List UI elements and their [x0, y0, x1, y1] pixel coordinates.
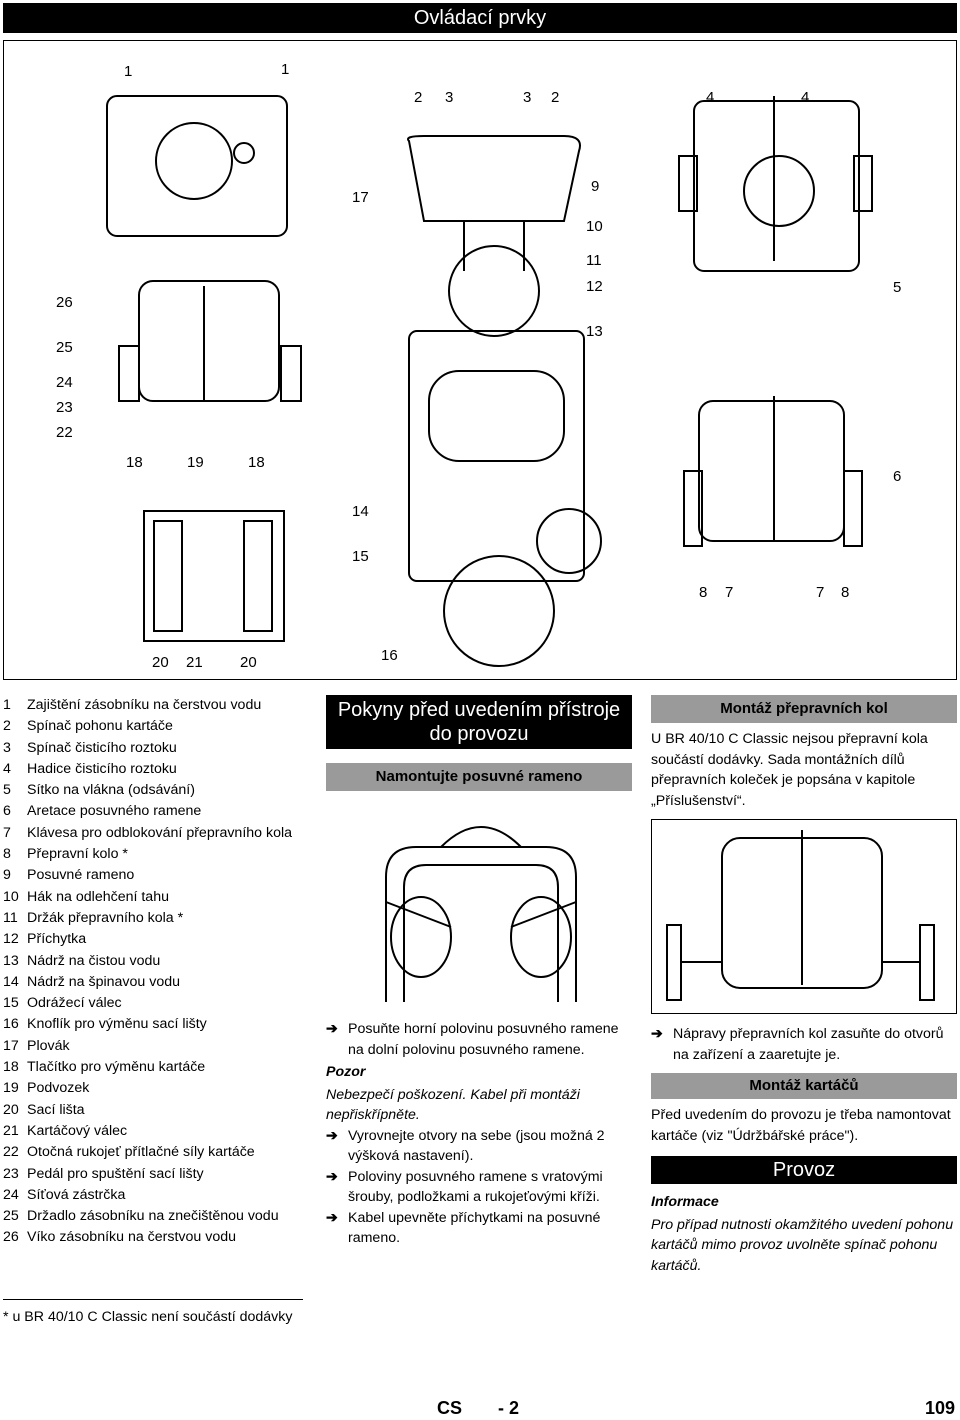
section-title: Montáž přepravních kol	[651, 695, 957, 723]
callout-22: 22	[56, 424, 73, 441]
caution-title: Pozor	[326, 1064, 366, 1080]
paragraph: Před uvedením do provozu je třeba namont…	[651, 1107, 951, 1144]
callout-8a: 8	[699, 584, 708, 601]
footer-page-number: 109	[925, 1398, 956, 1418]
paragraph: U BR 40/10 C Classic nejsou přepravní ko…	[651, 731, 928, 809]
section-subtitle: Namontujte posuvné rameno	[326, 763, 632, 791]
callout-4a: 4	[706, 89, 715, 106]
page-header: Ovládací prvky	[3, 3, 957, 33]
section-transport-wheels: Montáž přepravních kol U BR 40/10 C Clas…	[651, 695, 957, 1276]
section-title-brushes: Montáž kartáčů	[651, 1073, 957, 1099]
callout-20a: 20	[152, 654, 169, 671]
arrow-right-icon: ➔	[326, 1127, 338, 1144]
callout-4b: 4	[801, 89, 810, 106]
controls-figure: 1 1 2 3 3 2 4 4 17 9 10 11 12 13 5 26 25…	[3, 40, 957, 680]
push-arm-drawing	[385, 826, 577, 1002]
callout-23: 23	[56, 399, 73, 416]
footer-language: CS	[437, 1398, 463, 1418]
footer-section: - 2	[498, 1398, 520, 1418]
callout-20b: 20	[240, 654, 257, 671]
footnote: * u BR 40/10 C Classic není součástí dod…	[3, 1309, 293, 1325]
callout-18a: 18	[126, 454, 143, 471]
callout-5: 5	[893, 279, 902, 296]
callout-6: 6	[893, 468, 902, 485]
callout-2b: 2	[551, 89, 560, 106]
machine-drawings	[106, 95, 873, 667]
callout-19: 19	[187, 454, 204, 471]
step-item: ➔Poloviny posuvného ramene s vratovými š…	[326, 1167, 632, 1208]
caution-text: Nebezpečí poškození. Kabel při montáži n…	[326, 1086, 580, 1124]
callout-7a: 7	[725, 584, 734, 601]
callout-26: 26	[56, 294, 73, 311]
callout-8b: 8	[841, 584, 850, 601]
callout-11: 11	[586, 252, 602, 269]
callout-1a: 1	[124, 63, 133, 80]
callout-10: 10	[586, 218, 603, 235]
info-title: Informace	[651, 1194, 719, 1210]
section-before-start: Pokyny před uvedením přístroje do provoz…	[326, 695, 632, 1249]
callout-2a: 2	[414, 89, 423, 106]
callout-15: 15	[352, 548, 369, 565]
wheels-drawing	[651, 819, 957, 1014]
callout-21: 21	[186, 654, 203, 671]
callout-1b: 1	[281, 61, 290, 78]
step-item: ➔Kabel upevněte příchytkami na posuvné r…	[326, 1208, 632, 1249]
callout-17: 17	[352, 189, 369, 206]
callout-24: 24	[56, 374, 73, 391]
section-title-operation: Provoz	[651, 1156, 957, 1184]
callout-7b: 7	[816, 584, 825, 601]
callout-3a: 3	[445, 89, 454, 106]
arrow-right-icon: ➔	[326, 1021, 338, 1037]
step-item: ➔Posuňte horní polovinu posuvného ramene…	[326, 1019, 632, 1060]
callout-14: 14	[352, 503, 369, 520]
callout-18b: 18	[248, 454, 265, 471]
callout-9: 9	[591, 178, 600, 195]
arrow-right-icon: ➔	[651, 1026, 663, 1042]
callout-13: 13	[586, 323, 603, 340]
arrow-right-icon: ➔	[326, 1168, 338, 1185]
callout-25: 25	[56, 339, 73, 356]
step-item: ➔Vyrovnejte otvory na sebe (jsou možná 2…	[326, 1126, 632, 1167]
info-text: Pro případ nutnosti okamžitého uvedení p…	[651, 1216, 954, 1274]
section-title: Pokyny před uvedením přístroje do provoz…	[326, 695, 632, 749]
callout-16: 16	[381, 647, 398, 664]
footnote-divider	[3, 1299, 303, 1300]
callout-12: 12	[586, 278, 603, 295]
callout-3b: 3	[523, 89, 532, 106]
step-item: ➔Nápravy přepravních kol zasuňte do otvo…	[651, 1024, 957, 1065]
arrow-right-icon: ➔	[326, 1209, 338, 1226]
